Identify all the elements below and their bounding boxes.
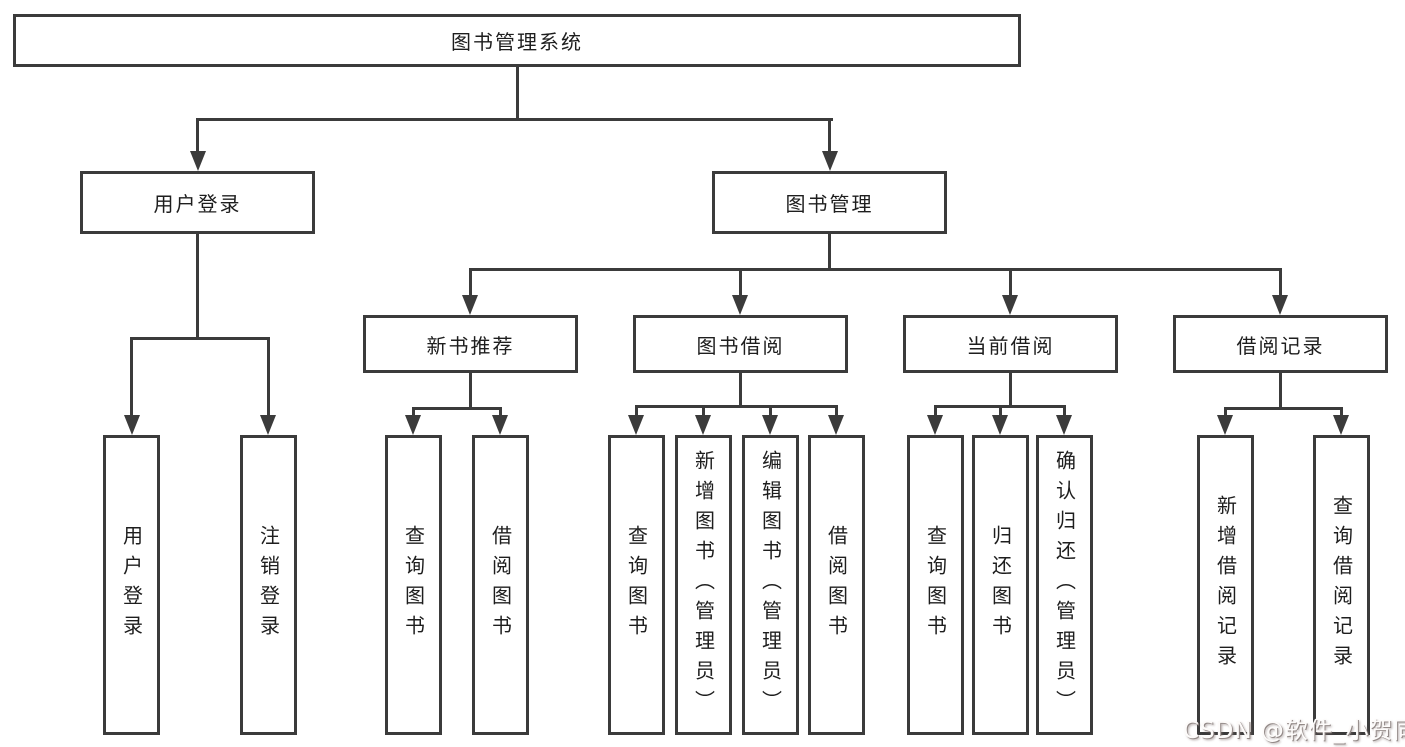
leaf-label: 新增图书（管理员） (691, 450, 716, 720)
connector-root-stem (516, 67, 519, 120)
connector-leaf-stem (835, 405, 838, 415)
leaf-label: 查询图书 (401, 525, 426, 645)
arrow-down-icon (927, 415, 943, 435)
arrow-down-icon (732, 295, 748, 315)
arrow-down-icon (762, 415, 778, 435)
arrow-down-icon (1217, 415, 1233, 435)
leaf-label: 用户登录 (119, 525, 144, 645)
arrow-down-icon (462, 295, 478, 315)
connector-leaf-stem (769, 405, 772, 415)
node-new-book-recommend: 新书推荐 (363, 315, 578, 373)
leaf-query-books-2: 查询图书 (608, 435, 665, 735)
leaf-label: 新增借阅记录 (1213, 495, 1238, 675)
connector-userlogin-stem (196, 118, 199, 153)
arrow-down-icon (628, 415, 644, 435)
arrow-down-icon (992, 415, 1008, 435)
leaf-label: 查询借阅记录 (1329, 495, 1354, 675)
node-book-borrowing-label: 图书借阅 (696, 333, 785, 358)
leaf-query-books-3: 查询图书 (907, 435, 964, 735)
leaf-borrow-books-2: 借阅图书 (808, 435, 865, 735)
leaf-label: 编辑图书（管理员） (758, 450, 783, 720)
connector-l3-stem (469, 268, 472, 295)
leaf-label: 注销登录 (256, 525, 281, 645)
connector-leaf-stem (934, 405, 937, 415)
node-new-book-recommend-label: 新书推荐 (426, 333, 515, 358)
connector-current-down (1009, 373, 1012, 405)
connector-l3-stem (1009, 268, 1012, 295)
leaf-return-books: 归还图书 (972, 435, 1029, 735)
node-borrowing-records: 借阅记录 (1173, 315, 1388, 373)
connector-newbook-down (469, 373, 472, 407)
arrow-down-icon (1333, 415, 1349, 435)
leaf-label: 借阅图书 (824, 525, 849, 645)
leaf-add-books-admin: 新增图书（管理员） (675, 435, 732, 735)
node-borrowing-records-label: 借阅记录 (1236, 333, 1325, 358)
connector-leaf-stem (635, 405, 638, 415)
arrow-down-icon (822, 151, 838, 171)
leaf-label: 查询图书 (624, 525, 649, 645)
arrow-down-icon (190, 151, 206, 171)
arrow-down-icon (492, 415, 508, 435)
leaf-label: 借阅图书 (488, 525, 513, 645)
leaf-confirm-return-admin: 确认归还（管理员） (1036, 435, 1093, 735)
connector-borrowing-down (739, 373, 742, 405)
leaf-label: 查询图书 (923, 525, 948, 645)
connector-newbook-bar (412, 407, 502, 410)
connector-root-bar (196, 118, 833, 121)
connector-leaf-stem (130, 337, 133, 415)
arrow-down-icon (1056, 415, 1072, 435)
connector-records-down (1279, 373, 1282, 407)
node-book-management-label: 图书管理 (785, 192, 874, 216)
leaf-edit-books-admin: 编辑图书（管理员） (742, 435, 799, 735)
leaf-label: 归还图书 (988, 525, 1013, 645)
arrow-down-icon (260, 415, 276, 435)
connector-leaf-stem (499, 407, 502, 415)
arrow-down-icon (124, 415, 140, 435)
leaf-borrow-books-1: 借阅图书 (472, 435, 529, 735)
arrow-down-icon (695, 415, 711, 435)
arrow-down-icon (1002, 295, 1018, 315)
leaf-query-borrow-record: 查询借阅记录 (1313, 435, 1370, 735)
connector-records-bar (1224, 407, 1343, 410)
node-book-borrowing: 图书借阅 (633, 315, 848, 373)
node-root: 图书管理系统 (13, 14, 1021, 67)
connector-leaf-stem (1224, 407, 1227, 415)
connector-userlogin-down (196, 234, 199, 337)
connector-borrowing-bar (635, 405, 838, 408)
node-user-login: 用户登录 (80, 171, 315, 234)
csdn-watermark: CSDN @软件_小贺同学 (1183, 718, 1405, 744)
connector-bookmgmt-down (828, 234, 831, 268)
connector-leaf-stem (412, 407, 415, 415)
leaf-add-borrow-record: 新增借阅记录 (1197, 435, 1254, 735)
connector-leaf-stem (1340, 407, 1343, 415)
connector-bookmgmt-bar (469, 268, 1282, 271)
connector-leaf-stem (702, 405, 705, 415)
leaf-label: 确认归还（管理员） (1052, 450, 1077, 720)
node-root-label: 图书管理系统 (451, 30, 583, 54)
leaf-user-login: 用户登录 (103, 435, 160, 735)
connector-leaf-stem (267, 337, 270, 415)
leaf-logout: 注销登录 (240, 435, 297, 735)
node-current-borrowing: 当前借阅 (903, 315, 1118, 373)
connector-l3-stem (739, 268, 742, 295)
connector-leaf-stem (999, 405, 1002, 415)
arrow-down-icon (405, 415, 421, 435)
connector-l3-stem (1279, 268, 1282, 295)
connector-bookmgmt-stem (828, 118, 831, 153)
connector-leaf-stem (1063, 405, 1066, 415)
node-current-borrowing-label: 当前借阅 (966, 333, 1055, 358)
arrow-down-icon (1272, 295, 1288, 315)
connector-userlogin-bar (130, 337, 270, 340)
leaf-query-books-1: 查询图书 (385, 435, 442, 735)
node-book-management: 图书管理 (712, 171, 947, 234)
node-user-login-label: 用户登录 (153, 192, 242, 216)
arrow-down-icon (828, 415, 844, 435)
